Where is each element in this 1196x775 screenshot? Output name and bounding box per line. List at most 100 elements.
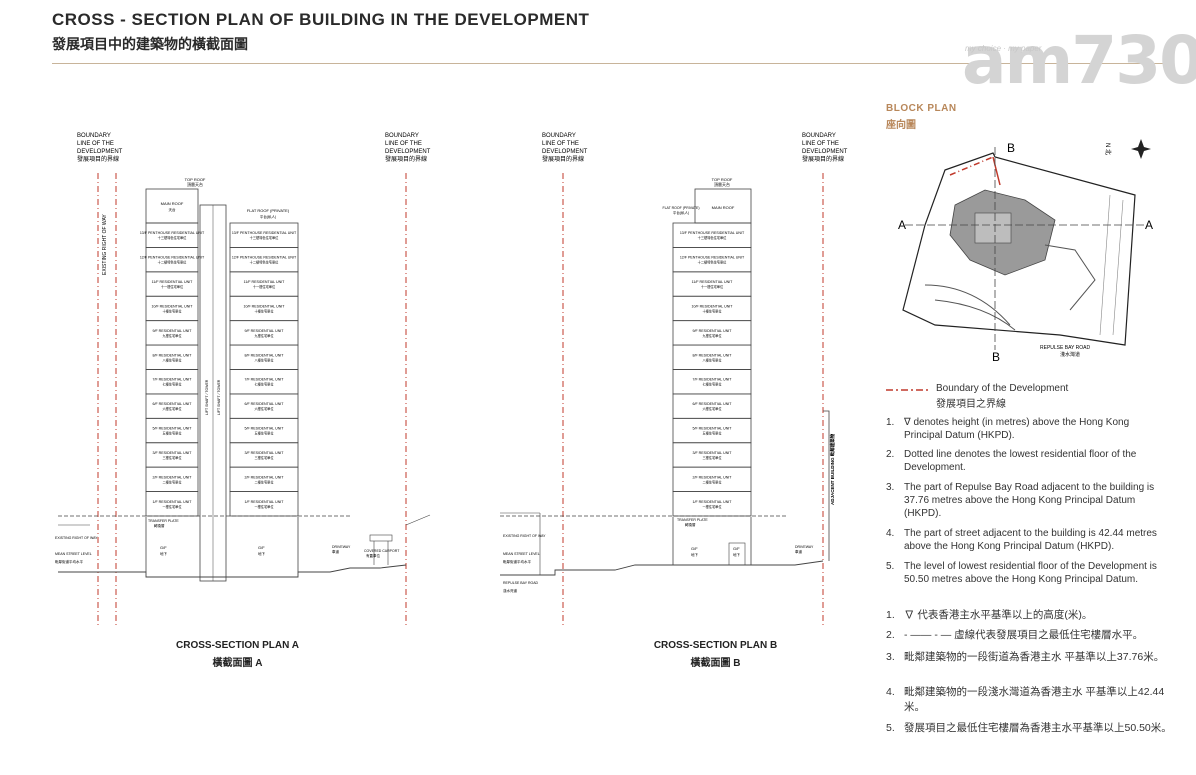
existing-right-of-way-label-b: EXISTING RIGHT OF WAY: [503, 534, 546, 538]
boundary-label-b-right-3: DEVELOPMENT: [802, 149, 848, 155]
transfer-plate-label: TRANSFER PLATE: [148, 519, 179, 523]
driveway-label-b: DRIVEWAY: [795, 545, 814, 549]
top-roof-label-b: TOP ROOF: [712, 177, 733, 182]
plan-a-right-floor-label-zh: 十三樓特色住宅單位: [250, 235, 279, 240]
plan-a-right-floors: 13/F PENTHOUSE RESIDENTIAL UNIT十三樓特色住宅單位…: [229, 222, 299, 517]
plan-a-left-floor-label-zh: 六樓住宅單位: [162, 406, 182, 411]
lift-shaft-label: LIFT SHAFT / TOWER: [205, 379, 209, 415]
plan-a-right-floor-label: 11/F RESIDENTIAL UNIT: [244, 280, 286, 284]
plan-a-left-floor-label: 8/F RESIDENTIAL UNIT: [152, 353, 192, 357]
page-title: CROSS - SECTION PLAN OF BUILDING IN THE …: [52, 10, 590, 29]
block-plan-title-zh: 座向圖: [886, 120, 916, 131]
plan-a-left-floors: 13/F PENTHOUSE RESIDENTIAL UNIT十三樓特色住宅單位…: [140, 222, 205, 517]
boundary-label-b-left: BOUNDARY: [542, 133, 576, 139]
mean-street-level-label-b-zh: 毗鄰街道平均水平: [503, 559, 531, 564]
plan-a-caption-zh: 橫截面圖 A: [212, 658, 263, 669]
gf-label-right: G/F: [258, 545, 265, 550]
driveway-label-b-zh: 車道: [795, 549, 803, 554]
flat-roof-label-b-zh: 平台(私人): [673, 210, 689, 215]
plan-a-left-floor-label-zh: 五樓住宅單位: [162, 431, 182, 436]
plan-b-floor-label: 1/F RESIDENTIAL UNIT: [692, 500, 732, 504]
boundary-legend-swatch: [886, 389, 930, 391]
boundary-label-b-left-3: DEVELOPMENT: [542, 149, 588, 155]
boundary-label-b-left-zh: 發展項目的界線: [542, 155, 584, 163]
plan-a-right-floor-box: [229, 393, 299, 419]
main-roof-label-zh: 天台: [169, 207, 176, 212]
plan-a-right-floor-label-zh: 九樓住宅單位: [254, 333, 274, 338]
transfer-plate-label-b-zh: 轉換層: [685, 522, 696, 527]
plan-a-left-floor-label: 2/F RESIDENTIAL UNIT: [152, 475, 192, 479]
plan-b-floor-label: 11/F RESIDENTIAL UNIT: [692, 280, 734, 284]
plan-a-right-floor-label: 13/F PENTHOUSE RESIDENTIAL UNIT: [232, 231, 297, 235]
plan-b-floor-box: [672, 320, 752, 346]
boundary-label-left-zh: 發展項目的界線: [77, 155, 119, 163]
top-roof-label-b-zh: 頂層天台: [714, 181, 730, 187]
plan-b-floor-label-zh: 十一樓住宅單位: [701, 284, 724, 289]
plan-a-left-floor-label: 3/F RESIDENTIAL UNIT: [152, 451, 192, 455]
boundary-label-right-2: LINE OF THE: [385, 141, 422, 147]
gf-label-b: G/F: [691, 546, 698, 551]
plan-a-right-floor-label-zh: 八樓住宅單位: [254, 357, 274, 362]
plan-a-left-floor-label: 7/F RESIDENTIAL UNIT: [152, 378, 192, 382]
north-arrow-icon: [1131, 139, 1151, 159]
boundary-label-right-3: DEVELOPMENT: [385, 149, 431, 155]
plan-a-right-floor-label: 8/F RESIDENTIAL UNIT: [244, 353, 284, 357]
existing-right-of-way-label: EXISTING RIGHT OF WAY: [55, 536, 98, 540]
gf-label-b-zh: 地下: [691, 552, 699, 557]
boundary-label-b-right: BOUNDARY: [802, 133, 836, 139]
boundary-label-b-right-zh: 發展項目的界線: [802, 155, 844, 163]
plan-a-right-floor-label-zh: 七樓住宅單位: [254, 382, 274, 387]
driveway-label: DRIVEWAY: [332, 545, 351, 549]
plan-a-right-floor-label-zh: 三樓住宅單位: [254, 455, 274, 460]
plan-b-floor-label-zh: 六樓住宅單位: [702, 406, 722, 411]
plan-a-right-floor-label-zh: 十樓住宅單位: [254, 308, 274, 313]
plan-a-left-floor-label-zh: 三樓住宅單位: [162, 455, 182, 460]
note-en-5: 5.The level of lowest residential floor …: [886, 561, 1157, 585]
boundary-label-left-3: DEVELOPMENT: [77, 149, 123, 155]
gf-label-left: G/F: [160, 545, 167, 550]
plan-a-right-floor-label-zh: 五樓住宅單位: [254, 431, 274, 436]
plan-a-right-floor-label: 1/F RESIDENTIAL UNIT: [244, 500, 284, 504]
plan-a-left-floor-label: 6/F RESIDENTIAL UNIT: [152, 402, 192, 406]
road-label: REPULSE BAY ROAD: [1040, 345, 1090, 351]
plan-a-left-floor-box: [145, 247, 199, 273]
plan-b-floor-label: 3/F RESIDENTIAL UNIT: [692, 451, 732, 455]
plan-a-left-floor-label-zh: 十樓住宅單位: [162, 308, 182, 313]
top-roof-label: TOP ROOF: [185, 177, 206, 182]
plan-b-floor-label-zh: 一樓住宅單位: [702, 504, 722, 509]
note-en-2: 2.Dotted line denotes the lowest residen…: [886, 449, 1137, 473]
note-zh-5: 5.發展項目之最低住宅樓層為香港主水平基準以上50.50米。: [886, 722, 1172, 734]
plan-a-left-floor-label-zh: 二樓住宅單位: [162, 479, 182, 484]
repulse-bay-road-label: REPULSE BAY ROAD: [503, 581, 539, 585]
repulse-bay-road-label-zh: 淺水灣道: [503, 588, 517, 593]
flat-roof-label-b: FLAT ROOF (PRIVATE): [662, 206, 699, 210]
gf-label-left-zh: 地下: [160, 551, 167, 556]
plan-a-left-floor-label: 11/F RESIDENTIAL UNIT: [152, 280, 194, 284]
driveway-label-zh: 車道: [332, 549, 340, 554]
adjacent-building-label: ADJACENT BUILDING 毗鄰建築物: [829, 433, 836, 505]
plan-b-floor-box: [672, 247, 752, 273]
block-plan-map: A A B B REPULSE BAY ROAD 淺水灣道 N 北: [898, 139, 1153, 364]
plan-b-floor-label: 7/F RESIDENTIAL UNIT: [692, 378, 732, 382]
plan-a-right-floor-label: 3/F RESIDENTIAL UNIT: [244, 451, 284, 455]
plan-b-floor-label-zh: 三樓住宅單位: [702, 455, 722, 460]
watermark-logo: am730: [962, 22, 1196, 99]
gf-label-b-2-zh: 地下: [733, 552, 741, 557]
plan-a-left-floor-label-zh: 十一樓住宅單位: [161, 284, 184, 289]
main-roof-block: [145, 188, 199, 224]
plan-b-floor-label: 5/F RESIDENTIAL UNIT: [692, 427, 732, 431]
lift-shaft-label-2: LIFT SHAFT / TOWER: [217, 379, 221, 415]
plan-b-floor-label: 10/F RESIDENTIAL UNIT: [691, 304, 733, 308]
plan-b-floor-label: 8/F RESIDENTIAL UNIT: [692, 353, 732, 357]
plan-b-floors: 13/F PENTHOUSE RESIDENTIAL UNIT十三樓特色住宅單位…: [672, 222, 752, 517]
plan-b-floor-label: 2/F RESIDENTIAL UNIT: [692, 475, 732, 479]
plan-a-left-floor-label-zh: 十三樓特色住宅單位: [158, 235, 187, 240]
transfer-plate-label-zh: 轉換層: [154, 523, 165, 528]
plan-a-right-floor-label: 5/F RESIDENTIAL UNIT: [244, 427, 284, 431]
plan-b-floor-label-zh: 十樓住宅單位: [702, 308, 722, 313]
plan-b-floor-label-zh: 十三樓特色住宅單位: [698, 235, 727, 240]
plan-a-right-floor-label-zh: 二樓住宅單位: [254, 479, 274, 484]
road-label-zh: 淺水灣道: [1060, 351, 1080, 358]
top-roof-label-zh: 頂層天台: [187, 181, 203, 187]
plan-a-left-floor-label-zh: 十二樓特色住宅單位: [158, 260, 187, 265]
